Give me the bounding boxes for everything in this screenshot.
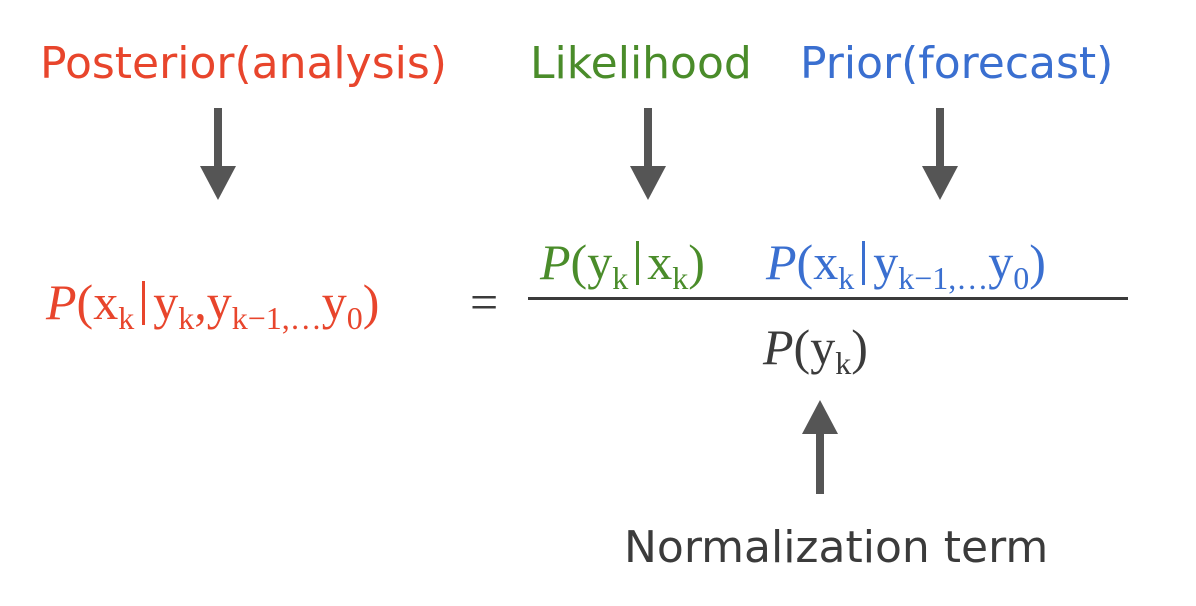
- posterior-label: Posterior(analysis): [40, 38, 447, 89]
- normalization-up-arrow-icon: [802, 400, 838, 494]
- given-bar: [142, 281, 146, 325]
- likelihood-down-arrow-icon: [630, 108, 666, 200]
- given-bar: [862, 241, 866, 285]
- prior-label: Prior(forecast): [800, 38, 1114, 89]
- posterior-down-arrow-icon: [200, 108, 236, 200]
- fraction-line: [528, 297, 1128, 300]
- given-bar: [636, 241, 640, 285]
- prior-down-arrow-icon: [922, 108, 958, 200]
- likelihood-label: Likelihood: [530, 38, 752, 89]
- normalization-expression: P(yk): [763, 319, 868, 381]
- normalization-label: Normalization term: [624, 522, 1049, 573]
- equals-sign: =: [470, 274, 499, 330]
